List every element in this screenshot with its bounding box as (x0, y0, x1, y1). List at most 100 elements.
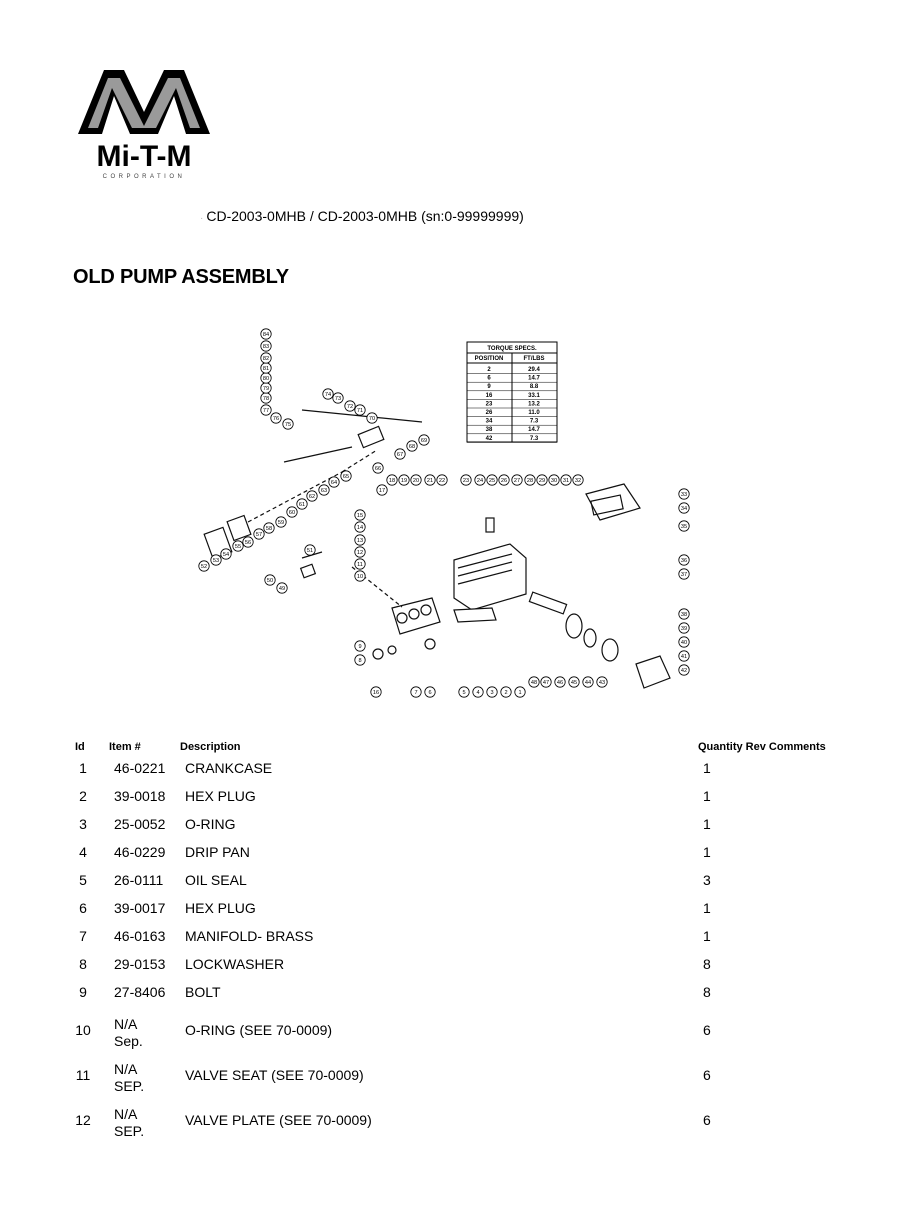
svg-text:59: 59 (278, 520, 284, 526)
cell-description: HEX PLUG (185, 788, 256, 804)
torque-value: 14.7 (528, 427, 540, 433)
svg-text:25: 25 (489, 478, 495, 484)
svg-text:81: 81 (263, 366, 269, 372)
cell-description: HEX PLUG (185, 900, 256, 916)
svg-text:56: 56 (245, 540, 251, 546)
torque-header-position: POSITION (475, 356, 504, 362)
svg-text:73: 73 (335, 396, 341, 402)
svg-text:19: 19 (401, 478, 407, 484)
torque-position: 9 (487, 384, 491, 390)
svg-text:8: 8 (358, 658, 361, 664)
svg-text:27: 27 (514, 478, 520, 484)
svg-text:83: 83 (263, 344, 269, 350)
callout-64: 64 (328, 476, 340, 488)
svg-text:14: 14 (357, 525, 363, 531)
svg-text:23: 23 (463, 478, 469, 484)
callout-50: 50 (264, 574, 276, 586)
cell-id: 8 (79, 956, 87, 972)
callout-30: 30 (548, 474, 560, 486)
col-header-qty-rev-comments: Quantity Rev Comments (698, 741, 826, 753)
callout-8: 8 (354, 654, 366, 666)
svg-text:30: 30 (551, 478, 557, 484)
logo-m-mark (78, 70, 210, 134)
svg-text:13: 13 (357, 538, 363, 544)
cell-id: 9 (79, 984, 87, 1000)
callout-6: 6 (424, 686, 436, 698)
cell-item-number: 46-0229 (114, 844, 166, 860)
callout-11: 11 (354, 558, 366, 570)
torque-position: 26 (486, 410, 493, 416)
cell-item-number: 25-0052 (114, 816, 166, 832)
callout-34: 34 (678, 502, 690, 514)
callout-75: 75 (282, 418, 294, 430)
svg-text:76: 76 (273, 416, 279, 422)
callout-19: 19 (398, 474, 410, 486)
torque-value: 14.7 (528, 376, 540, 382)
svg-text:65: 65 (343, 474, 349, 480)
callout-1: 1 (514, 686, 526, 698)
col-header-description: Description (180, 741, 241, 753)
col-header-id: Id (75, 741, 85, 753)
svg-text:22: 22 (439, 478, 445, 484)
cell-item-number: 46-0163 (114, 928, 166, 944)
svg-text:78: 78 (263, 396, 269, 402)
svg-text:24: 24 (477, 478, 483, 484)
svg-text:40: 40 (681, 640, 687, 646)
torque-position: 2 (487, 367, 491, 373)
torque-value: 33.1 (528, 393, 540, 399)
callout-32: 32 (572, 474, 584, 486)
svg-text:50: 50 (267, 578, 273, 584)
cell-description: DRIP PAN (185, 844, 250, 860)
callout-23: 23 (460, 474, 472, 486)
model-line: ·CD-2003-0MHB / CD-2003-0MHB (sn:0-99999… (200, 208, 524, 224)
svg-text:64: 64 (331, 480, 337, 486)
torque-value: 8.8 (530, 384, 539, 390)
svg-text:7: 7 (414, 690, 417, 696)
svg-text:67: 67 (397, 452, 403, 458)
torque-position: 23 (486, 401, 493, 407)
callout-15: 15 (354, 509, 366, 521)
svg-text:70: 70 (369, 416, 375, 422)
bullet-icon: · (200, 213, 204, 224)
svg-text:5: 5 (462, 690, 465, 696)
cell-description: OIL SEAL (185, 872, 247, 888)
cell-id: 10 (75, 1022, 91, 1038)
svg-text:4: 4 (476, 690, 479, 696)
svg-text:36: 36 (681, 558, 687, 564)
callout-63: 63 (318, 484, 330, 496)
svg-text:74: 74 (325, 392, 331, 398)
svg-text:29: 29 (539, 478, 545, 484)
cell-item-number: 29-0153 (114, 956, 166, 972)
callout-71: 71 (354, 404, 366, 416)
svg-text:60: 60 (289, 510, 295, 516)
svg-text:71: 71 (357, 408, 363, 414)
svg-text:72: 72 (347, 404, 353, 410)
callout-36: 36 (678, 554, 690, 566)
svg-text:66: 66 (375, 466, 381, 472)
cell-description: VALVE SEAT (SEE 70-0009) (185, 1067, 364, 1083)
callout-62: 62 (306, 490, 318, 502)
torque-position: 34 (486, 419, 493, 425)
callout-33: 33 (678, 488, 690, 500)
model-text: CD-2003-0MHB / CD-2003-0MHB (sn:0-999999… (206, 208, 524, 224)
callout-82: 82 (260, 352, 272, 364)
svg-text:58: 58 (266, 526, 272, 532)
torque-position: 42 (486, 436, 493, 442)
svg-text:54: 54 (223, 552, 229, 558)
svg-text:52: 52 (201, 564, 207, 570)
callout-60: 60 (286, 506, 298, 518)
torque-position: 38 (486, 427, 493, 433)
svg-text:28: 28 (527, 478, 533, 484)
callout-72: 72 (344, 400, 356, 412)
svg-text:61: 61 (299, 502, 305, 508)
callout-10: 10 (354, 570, 366, 582)
callout-18: 18 (386, 474, 398, 486)
callout-70: 70 (366, 412, 378, 424)
callout-61: 61 (296, 498, 308, 510)
cell-description: O-RING (185, 816, 236, 832)
callout-47: 47 (540, 676, 552, 688)
svg-text:82: 82 (263, 356, 269, 362)
